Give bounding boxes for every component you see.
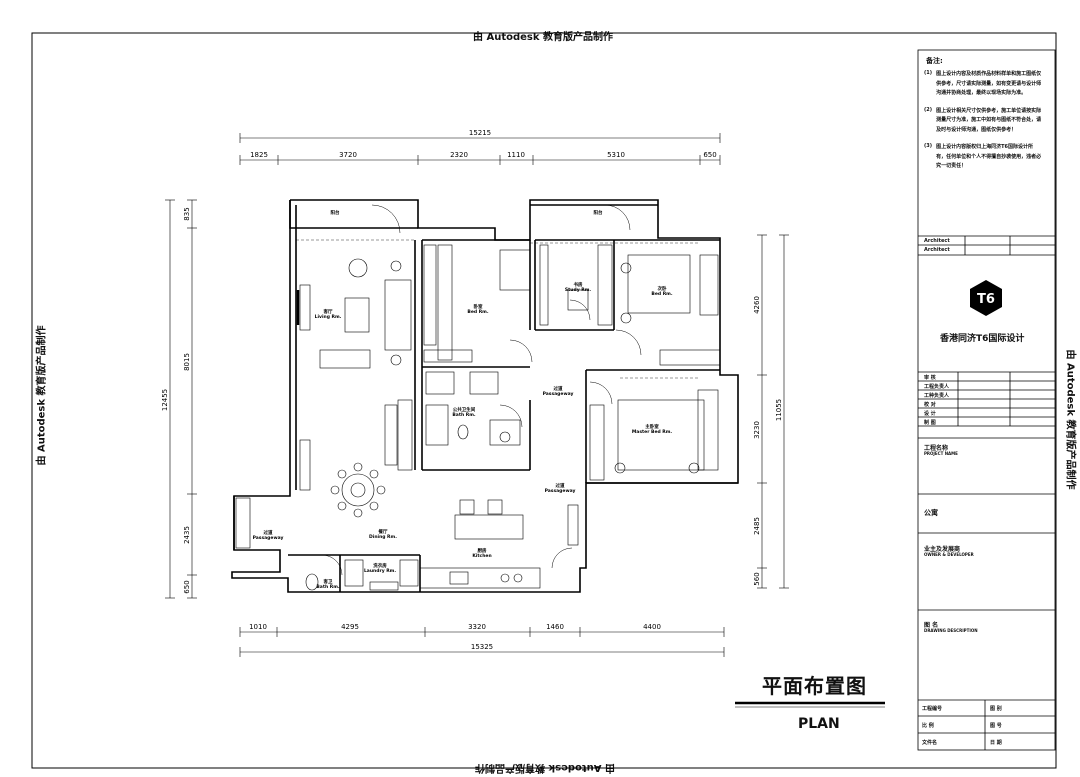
room-label-master-en: Master Bed Rm. [632, 429, 673, 435]
dim-left-seg: 650 [183, 580, 191, 593]
note-number: (3) [924, 143, 933, 149]
room-label-corridor-en: Passageway [545, 488, 576, 494]
walls [231, 199, 739, 593]
owner-label: 业主及发展商 [924, 546, 961, 553]
company-logo-icon: T6 [970, 280, 1002, 316]
dim-right-seg: 3230 [753, 421, 761, 439]
drawing-title-cn: 平面布置图 [762, 674, 867, 698]
room-label-corridor: 过道 [556, 482, 565, 489]
logo-text: T6 [977, 292, 995, 307]
room-label-dining: 餐厅 [378, 528, 388, 535]
project-name-label: 工程名称 [924, 445, 949, 452]
dim-top-seg: 3720 [339, 151, 357, 159]
title-block-frame [917, 49, 1056, 751]
doors [321, 204, 642, 576]
note-item: (3) 图上设计内容版权归上海同济T6国际设计所有，任何单位和个人不得擅自抄袭使… [924, 143, 1050, 172]
room-label-guest-bath-en: Bath Rm. [316, 584, 340, 590]
dim-left-total: 12455 [161, 389, 169, 411]
room-label-bedroom: 卧室 [474, 303, 483, 310]
signoff-label: 工程负责人 [924, 384, 950, 390]
title-row-label: 日 期 [990, 740, 1002, 746]
furniture [235, 244, 721, 591]
dim-top-seg: 2320 [450, 151, 468, 159]
room-label-study-en: Study Rm. [565, 287, 591, 293]
room-label-bath: 公共卫生间 [453, 406, 476, 413]
dim-right-seg: 2485 [753, 517, 761, 535]
signoff-label: 审 核 [924, 375, 936, 381]
dim-left-seg: 835 [183, 207, 191, 220]
drawing-en: DRAWING DESCRIPTION [924, 628, 978, 633]
signoff-label: 设 计 [924, 411, 936, 417]
room-label-second-bedroom: 次卧 [658, 285, 667, 292]
note-text: 图上设计相关尺寸仅供参考，施工单位请按实际测量尺寸为准，施工中如有与图纸不符合处… [936, 107, 1042, 133]
room-label-guest-bath: 客卫 [324, 578, 333, 585]
room-label-kitchen-en: Kitchen [472, 553, 491, 559]
notes-list: (1) 图上设计内容及材质作品材料样单和施工图纸仅供参考，尺寸请实际测量，如有变… [924, 70, 1050, 172]
top-dimensions [239, 133, 721, 165]
dim-bottom-seg: 1460 [546, 623, 564, 631]
note-item: (1) 图上设计内容及材质作品材料样单和施工图纸仅供参考，尺寸请实际测量，如有变… [924, 70, 1050, 99]
dim-right-total: 11055 [775, 399, 783, 421]
dim-top-seg: 5310 [607, 151, 625, 159]
project-name-en: PROJECT NAME [924, 451, 958, 456]
title-row-label: 比 例 [922, 723, 934, 729]
room-label-laundry-en: Laundry Rm. [364, 568, 396, 574]
room-label-laundry: 洗衣房 [373, 562, 387, 569]
room-label-corridor: 过道 [554, 385, 563, 392]
dim-top-total: 15215 [469, 129, 491, 137]
drawing-title-en: PLAN [798, 716, 840, 732]
signoff-label: 制 图 [924, 420, 936, 426]
room-label-dining-en: Dining Rm. [369, 534, 397, 540]
dim-top-seg: 650 [703, 151, 716, 159]
room-label-corridor-en: Passageway [253, 535, 284, 541]
room-label-corridor-en: Passageway [543, 391, 574, 397]
title-row-label: 图 号 [990, 723, 1002, 729]
room-label-second-bedroom-en: Bed Rm. [651, 291, 672, 297]
room-label-balcony-right: 阳台 [594, 209, 603, 216]
signoff-label: 校 对 [924, 402, 936, 408]
title-row-label: 文件名 [922, 740, 938, 746]
title-row-label: 图 别 [990, 706, 1002, 712]
dim-left-seg: 2435 [183, 526, 191, 544]
dim-bottom-seg: 4295 [341, 623, 359, 631]
sheet-border [31, 32, 1057, 769]
note-item: (2) 图上设计相关尺寸仅供参考，施工单位请按实际测量尺寸为准，施工中如有与图纸… [924, 107, 1050, 136]
room-label-bath-en: Bath Rm. [452, 412, 476, 418]
left-dimensions [165, 199, 197, 599]
note-number: (1) [924, 70, 933, 76]
owner-en: OWNER & DEVELOPER [924, 552, 974, 557]
room-label-bedroom-en: Bed Rm. [467, 309, 488, 315]
room-label-corridor: 过道 [264, 529, 273, 536]
architect-label: Architect [924, 247, 950, 253]
watermark-top: 由 Autodesk 教育版产品制作 [470, 28, 617, 43]
dim-right-seg: 560 [753, 572, 761, 585]
dim-bottom-seg: 3320 [468, 623, 486, 631]
right-dimensions [757, 234, 789, 589]
dim-top-seg: 1110 [507, 151, 525, 159]
room-label-kitchen: 厨房 [478, 547, 487, 554]
note-number: (2) [924, 106, 933, 113]
room-label-living: 客厅 [324, 308, 333, 315]
title-row-label: 工程编号 [922, 706, 943, 712]
room-label-study: 书房 [574, 281, 583, 288]
company-name: 香港同济T6国际设计 [940, 334, 1025, 344]
dim-bottom-total: 15325 [471, 643, 493, 651]
room-label-master: 主卧室 [645, 423, 659, 430]
note-text: 图上设计内容及材质作品材料样单和施工图纸仅供参考，尺寸请实际测量，如有变更请与设… [936, 71, 1042, 96]
bottom-dimensions [239, 627, 725, 657]
drawing-label: 图 名 [924, 622, 939, 629]
signoff-label: 工种负责人 [924, 393, 950, 399]
dim-right-seg: 4260 [753, 296, 761, 314]
note-text: 图上设计内容版权归上海同济T6国际设计所有，任何单位和个人不得擅自抄袭使用，违者… [936, 144, 1042, 169]
room-label-balcony-left: 阳台 [331, 209, 340, 216]
dim-bottom-seg: 1010 [249, 623, 267, 631]
dim-top-seg: 1825 [250, 151, 268, 159]
room-label-living-en: Living Rm. [315, 314, 342, 320]
architect-label: Architect [924, 238, 950, 244]
notes-title: 备注: [926, 57, 943, 65]
project-name-value: 公寓 [924, 509, 938, 517]
dim-bottom-seg: 4400 [643, 623, 661, 631]
dim-left-seg: 8015 [183, 353, 191, 371]
